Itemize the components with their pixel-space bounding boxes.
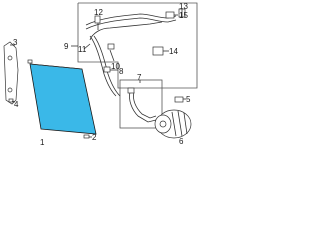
mounting-bracket (3, 41, 19, 105)
lower-group-box (119, 79, 163, 129)
compressor-fin (177, 110, 183, 137)
bracket-hole (7, 87, 13, 93)
callout-7: 7 (137, 73, 142, 82)
callout-2: 2 (92, 133, 97, 142)
condenser-top-rail (29, 63, 83, 70)
suction-hose (89, 35, 117, 97)
callout-10: 10 (111, 62, 120, 71)
callout-6: 6 (179, 137, 184, 146)
callout-13: 13 (179, 2, 188, 11)
fitting (94, 15, 101, 24)
upper-group-box (77, 2, 198, 89)
hose-clip (107, 43, 115, 50)
compressor-hub (159, 120, 167, 128)
callout-8: 8 (119, 67, 124, 76)
lower-fitting (127, 87, 135, 94)
callout-11: 11 (78, 45, 87, 54)
leader-10 (109, 49, 115, 62)
discharge-hose (85, 13, 177, 26)
discharge-hose-outer (85, 17, 177, 30)
callout-9: 9 (64, 42, 69, 51)
compressor-fin (183, 112, 188, 135)
condenser (29, 63, 97, 135)
leader-11 (83, 43, 91, 50)
callout-5: 5 (186, 95, 191, 104)
leader-4 (11, 100, 16, 103)
callout-3: 3 (13, 38, 18, 47)
lower-hose (129, 91, 157, 123)
compressor-bolt (174, 96, 184, 103)
diagram-svg: 1 2 3 4 5 6 7 8 9 10 11 12 13 14 15 (3, 2, 198, 147)
hose-bracket (165, 11, 175, 19)
callout-15: 15 (179, 11, 188, 20)
suction-hose-outer (93, 35, 121, 97)
bolt (83, 134, 90, 139)
bracket-hole (7, 55, 13, 61)
callout-12: 12 (94, 8, 103, 17)
compressor-fin (171, 111, 177, 137)
fastener (8, 98, 14, 103)
fastener (27, 59, 33, 64)
liquid-line (89, 21, 163, 41)
callout-1: 1 (40, 138, 45, 147)
parts-diagram: 1 2 3 4 5 6 7 8 9 10 11 12 13 14 15 (0, 0, 200, 147)
mounting-block (152, 46, 164, 56)
lower-hose-outer (133, 91, 157, 119)
callout-14: 14 (169, 47, 178, 56)
valve-cap (103, 66, 111, 73)
callout-4: 4 (14, 100, 19, 109)
